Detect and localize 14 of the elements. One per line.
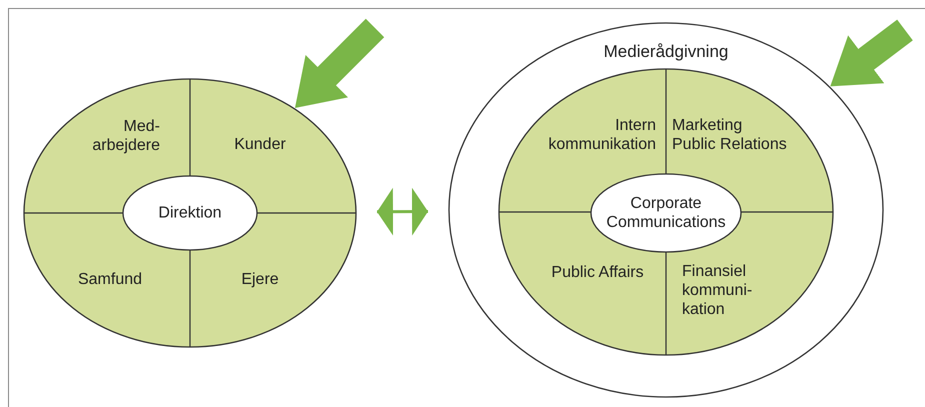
quadrant-label: Samfund <box>76 270 144 290</box>
quadrant-label: Public Affairs <box>550 263 645 282</box>
quadrant-label: Finansiel kommuni- kation <box>682 262 754 320</box>
quadrant-label: Marketing Public Relations <box>672 116 788 154</box>
quadrant-label: Ejere <box>240 270 280 290</box>
double-arrow <box>376 188 428 236</box>
center-label: Corporate Communications <box>605 194 727 232</box>
center-label: Direktion <box>157 203 223 223</box>
block-arrow <box>830 20 913 86</box>
ring-title: Medierådgivning <box>602 42 730 62</box>
quadrant-label: Med- arbejdere <box>91 117 160 156</box>
quadrant-label: Kunder <box>233 135 287 154</box>
block-arrow <box>294 18 384 108</box>
quadrant-label: Intern kommunikation <box>547 116 656 154</box>
